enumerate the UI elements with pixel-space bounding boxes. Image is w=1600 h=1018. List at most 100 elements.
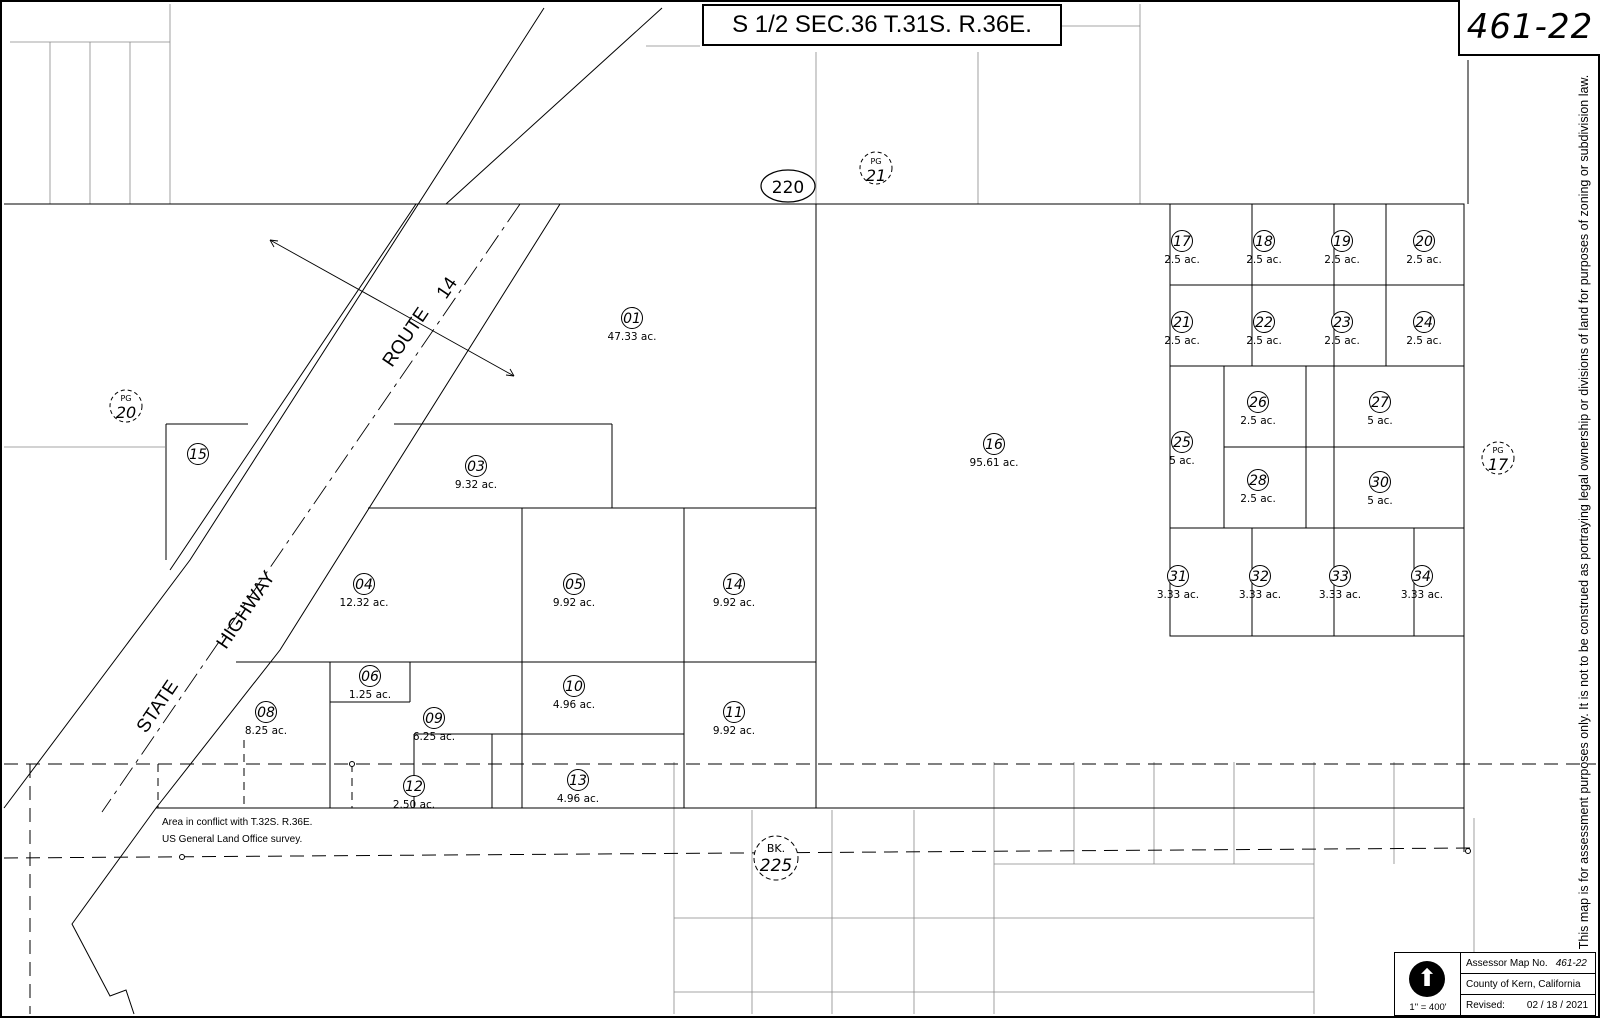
disclaimer-text: This map is for assessment purposes only…	[1577, 74, 1591, 950]
parcel-22-number: 22	[1255, 315, 1273, 331]
parcel-16-area: 95.61 ac.	[970, 457, 1019, 469]
map-info-box: ⬆ 1" = 400' Assessor Map No. 461-22 Coun…	[1394, 952, 1596, 1016]
parcel-34-area: 3.33 ac.	[1401, 589, 1443, 601]
parcel-18-area: 2.5 ac.	[1246, 254, 1282, 266]
parcel-26-circle	[1247, 391, 1269, 413]
parcel-23-circle	[1331, 311, 1353, 333]
parcel-32-area: 3.33 ac.	[1239, 589, 1281, 601]
parcel-14-number: 14	[725, 577, 743, 593]
parcel-24-area: 2.5 ac.	[1406, 335, 1442, 347]
parcel-11-area: 9.92 ac.	[713, 725, 755, 737]
ref-pg20-label: PG	[120, 394, 131, 403]
ref-bk225-num: 225	[760, 856, 792, 876]
parcel-30-area: 5 ac.	[1367, 495, 1393, 507]
state-label: STATE	[133, 677, 183, 737]
parcel-33-circle	[1329, 565, 1351, 587]
parcel-27-area: 5 ac.	[1367, 415, 1393, 427]
ref-pg20-num: 20	[116, 403, 136, 422]
parcel-14-circle	[723, 573, 745, 595]
ref-book-220: 220	[772, 178, 804, 198]
parcel-10-circle	[563, 675, 585, 697]
revised-label: Revised:	[1466, 1000, 1505, 1011]
parcel-09-area: 6.25 ac.	[413, 731, 455, 743]
parcel-20-circle	[1413, 230, 1435, 252]
revised-value: 02 / 18 / 2021	[1526, 1000, 1589, 1011]
parcel-20-area: 2.5 ac.	[1406, 254, 1442, 266]
parcel-27-circle	[1369, 391, 1391, 413]
parcel-04-number: 04	[355, 577, 373, 593]
highway-label: HIGHWAY	[213, 567, 280, 653]
map-no-row: Assessor Map No. 461-22	[1461, 953, 1595, 974]
parcel-18-circle	[1253, 230, 1275, 252]
parcel-10-number: 10	[565, 679, 583, 695]
parcel-18-number: 18	[1255, 234, 1273, 250]
parcel-28-number: 28	[1249, 473, 1267, 489]
section-title: S 1/2 SEC.36 T.31S. R.36E.	[702, 4, 1062, 46]
parcel-33-number: 33	[1331, 569, 1349, 585]
parcel-17-circle	[1171, 230, 1193, 252]
parcel-13-circle	[567, 769, 589, 791]
parcel-19-number: 19	[1333, 234, 1351, 250]
parcel-25-number: 25	[1173, 435, 1191, 451]
parcel-27-number: 27	[1371, 395, 1389, 411]
parcel-23-number: 23	[1333, 315, 1351, 331]
parcel-06-area: 1.25 ac.	[349, 689, 391, 701]
parcel-05-number: 05	[565, 577, 583, 593]
parcel-21-area: 2.5 ac.	[1164, 335, 1200, 347]
map-number: 461-22	[1458, 0, 1600, 56]
parcel-08-area: 8.25 ac.	[245, 725, 287, 737]
scale-label: 1" = 400'	[1409, 1002, 1447, 1013]
parcel-31-circle	[1167, 565, 1189, 587]
parcel-26-area: 2.5 ac.	[1240, 415, 1276, 427]
route-label: ROUTE	[379, 304, 434, 371]
parcel-28-area: 2.5 ac.	[1240, 493, 1276, 505]
route-number-label: 14	[433, 273, 462, 303]
parcel-34-circle	[1411, 565, 1433, 587]
parcel-22-area: 2.5 ac.	[1246, 335, 1282, 347]
parcel-20-number: 20	[1415, 234, 1433, 250]
parcel-19-circle	[1331, 230, 1353, 252]
parcel-15-number: 15	[189, 447, 207, 463]
parcel-03-number: 03	[467, 459, 485, 475]
parcel-25-area: 5 ac.	[1169, 455, 1195, 467]
ref-pg21-label: PG	[870, 157, 881, 166]
north-panel: ⬆ 1" = 400'	[1395, 953, 1461, 1015]
parcel-01-circle	[621, 307, 643, 329]
parcel-10-area: 4.96 ac.	[553, 699, 595, 711]
parcel-16-circle	[983, 433, 1005, 455]
parcel-12-circle	[403, 775, 425, 797]
ref-bk225-label: BK.	[767, 842, 785, 855]
parcel-13-number: 13	[569, 773, 587, 789]
parcel-25-circle	[1171, 431, 1193, 453]
parcel-13-area: 4.96 ac.	[557, 793, 599, 805]
parcel-06-circle	[359, 665, 381, 687]
map-no-label: Assessor Map No.	[1466, 957, 1548, 969]
parcel-32-circle	[1249, 565, 1271, 587]
parcel-09-circle	[423, 707, 445, 729]
parcel-31-area: 3.33 ac.	[1157, 589, 1199, 601]
conflict-note-line2: US General Land Office survey.	[162, 834, 303, 845]
parcel-06-number: 06	[361, 669, 379, 685]
parcel-03-area: 9.32 ac.	[455, 479, 497, 491]
parcel-22-circle	[1253, 311, 1275, 333]
county-row: County of Kern, California	[1461, 974, 1595, 995]
parcel-32-number: 32	[1251, 569, 1269, 585]
parcel-14-area: 9.92 ac.	[713, 597, 755, 609]
revised-row: Revised: 02 / 18 / 2021	[1461, 995, 1595, 1016]
parcel-11-circle	[723, 701, 745, 723]
parcel-28-circle	[1247, 469, 1269, 491]
parcel-30-circle	[1369, 471, 1391, 493]
ref-pg17-num: 17	[1488, 455, 1509, 474]
parcel-24-circle	[1413, 311, 1435, 333]
parcel-04-circle	[353, 573, 375, 595]
parcel-34-number: 34	[1413, 569, 1431, 585]
parcel-31-number: 31	[1169, 569, 1187, 585]
parcel-23-area: 2.5 ac.	[1324, 335, 1360, 347]
north-arrow-icon: ⬆	[1409, 961, 1445, 997]
parcel-26-number: 26	[1249, 395, 1267, 411]
parcel-05-area: 9.92 ac.	[553, 597, 595, 609]
ref-pg17-label: PG	[1492, 446, 1503, 455]
parcel-15-circle	[187, 443, 209, 465]
parcel-33-area: 3.33 ac.	[1319, 589, 1361, 601]
parcel-17-area: 2.5 ac.	[1164, 254, 1200, 266]
